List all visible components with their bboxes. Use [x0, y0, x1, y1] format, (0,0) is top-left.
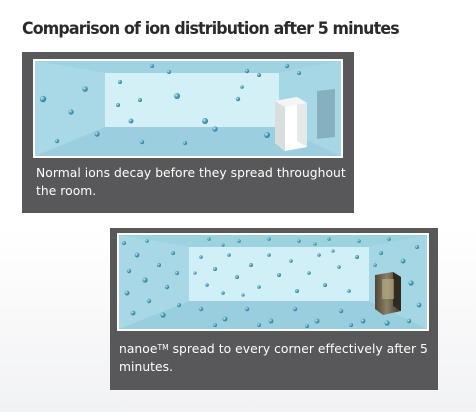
normal-ions-room-illustration [33, 59, 343, 158]
nanoe-panel: nanoeTM spread to every corner effective… [110, 228, 438, 390]
normal-ions-panel: Normal ions decay before they spread thr… [22, 52, 354, 213]
nanoe-caption: nanoeTM spread to every corner effective… [119, 340, 429, 376]
normal-ions-caption: Normal ions decay before they spread thr… [36, 166, 346, 198]
nanoe-brand: nanoe [119, 342, 158, 356]
normal-ions-room-graphic [35, 61, 341, 156]
nanoe-room-illustration [117, 233, 429, 331]
nanoe-caption-text: spread to every corner effectively after… [119, 342, 428, 374]
nanoe-room-graphic [119, 235, 427, 329]
page-title: Comparison of ion distribution after 5 m… [22, 19, 400, 39]
trademark-mark: TM [157, 343, 169, 352]
